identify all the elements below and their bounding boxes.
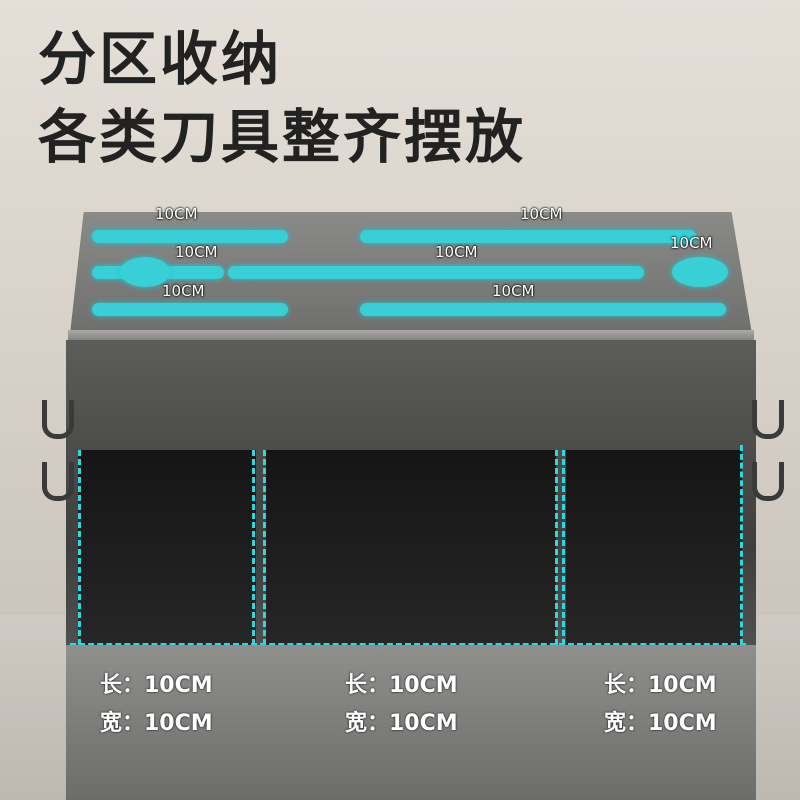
compartment-divider-dashed [78,450,81,645]
compartment-length-label: 长：10CM [604,673,717,698]
compartment-divider-dashed [252,450,255,645]
slot-size-label: 10CM [492,282,535,300]
knife-slot [92,230,288,243]
slot-size-label: 10CM [175,243,218,261]
knife-slot [360,230,696,243]
slot-size-label: 10CM [435,243,478,261]
compartment-divider-dashed [740,445,743,645]
compartment-divider-dashed [263,450,266,645]
compartment-interior [566,450,742,645]
knife-hole [672,257,728,287]
side-hook [42,400,74,439]
compartment-width-label: 宽：10CM [345,711,458,736]
slot-size-label: 10CM [155,205,198,223]
rack-front-panel [66,645,756,800]
knife-slot [228,266,644,279]
slot-size-label: 10CM [520,205,563,223]
compartment-length-label: 长：10CM [100,673,213,698]
knife-hole [120,257,170,287]
compartment-width-label: 宽：10CM [100,711,213,736]
compartment-divider-dashed [555,450,558,645]
rack-rim [68,330,754,342]
headline-line-2: 各类刀具整齐摆放 [38,103,527,171]
compartment-interior [78,450,256,645]
knife-slot [360,303,726,316]
compartment-length-label: 长：10CM [345,673,458,698]
slot-size-label: 10CM [162,282,205,300]
side-hook [42,462,74,501]
compartment-interior [266,450,556,645]
compartment-width-label: 宽：10CM [604,711,717,736]
side-hook [752,400,784,439]
side-hook [752,462,784,501]
slot-size-label: 10CM [670,234,713,252]
compartment-divider-dashed [562,450,565,645]
knife-slot [92,303,288,316]
headline-line-1: 分区收纳 [38,25,283,93]
compartment-floor-dashed [70,643,746,646]
